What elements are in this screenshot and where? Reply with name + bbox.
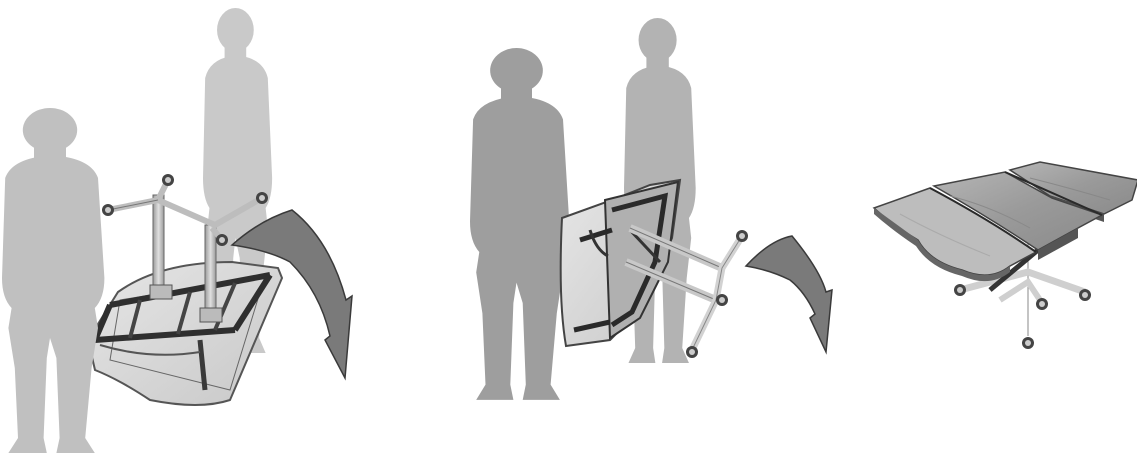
panel-1-table-flipped xyxy=(2,8,352,453)
upside-down-tabletop xyxy=(88,262,282,405)
open-tabletop xyxy=(874,162,1137,281)
person-silhouette-front xyxy=(2,108,104,453)
tilted-table xyxy=(561,180,680,346)
panel-2-table-tilting xyxy=(470,18,832,400)
person-silhouette-front xyxy=(470,48,569,400)
rotate-arrow-icon xyxy=(746,236,832,352)
panel-3-table-open xyxy=(874,162,1137,349)
